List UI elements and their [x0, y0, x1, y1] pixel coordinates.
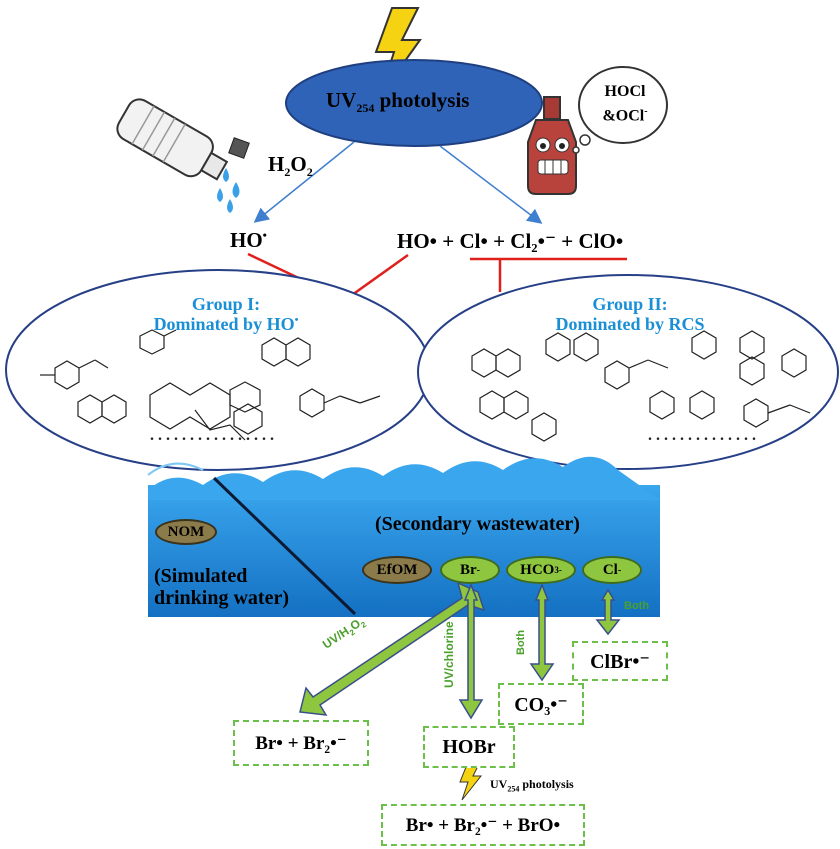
uv254-label: UV254 photolysis — [326, 88, 469, 116]
arrow-to-rcs — [439, 145, 543, 224]
photolysis-text: photolysis — [374, 88, 470, 112]
both-arrow-label-2: Both — [624, 600, 650, 612]
hobr-box: HOBr — [423, 726, 515, 768]
chlorine-bottle-icon — [527, 96, 577, 195]
uv254-small-label: UV254 photolysis — [490, 777, 574, 794]
co3-box: CO₃•⁻ — [498, 683, 584, 725]
br-br2-box: Br• + Br₂•⁻ — [233, 720, 369, 766]
h2o2-bottle-icon — [116, 98, 250, 213]
uv-text: UV — [326, 88, 357, 112]
simulated-drinking-label: (Simulated drinking water) — [154, 565, 289, 609]
green-arrows — [299, 581, 621, 720]
group2-oval — [417, 274, 839, 470]
arrow-to-ho — [253, 141, 355, 223]
water-body — [147, 456, 660, 617]
uv-photolysis-oval — [285, 59, 543, 147]
chloride-oval: Cl- — [582, 556, 642, 584]
group2-subtitle: Dominated by RCS — [555, 314, 705, 334]
bromide-oval: Br- — [440, 556, 500, 584]
group2-title: Group II: — [592, 294, 668, 314]
group2-molecules — [471, 330, 811, 442]
rcs-radicals: HO• + Cl• + Cl₂•⁻ + ClO• — [397, 229, 624, 253]
both-arrow-label-1: Both — [515, 629, 527, 655]
clbr-box: ClBr•⁻ — [572, 641, 668, 681]
uvchlorine-arrow-label: UV/chlorine — [442, 621, 456, 688]
ho-radical-left: HO• — [230, 228, 267, 252]
bubble-text: HOCl &OCl- — [602, 83, 648, 125]
thought-bubble — [572, 66, 668, 154]
group2-ellipsis: . . . . . . . . . . . . . . — [648, 427, 756, 444]
group1-ellipsis: . . . . . . . . . . . . . . . . — [150, 427, 274, 444]
group1-title: Group I: — [191, 294, 261, 314]
water-divider — [212, 476, 357, 616]
group1-molecules — [40, 329, 381, 441]
secondary-wastewater-label: (Secondary wastewater) — [375, 513, 580, 535]
group1-subtitle: Dominated by HO• — [153, 314, 299, 334]
final-products-box: Br• + Br₂•⁻ + BrO• — [381, 804, 585, 846]
nom-oval: NOM — [155, 519, 217, 545]
efom-oval: EfOM — [362, 556, 432, 584]
h2o2-label: H2O2 — [268, 152, 313, 180]
uv-sub: 254 — [356, 101, 375, 116]
